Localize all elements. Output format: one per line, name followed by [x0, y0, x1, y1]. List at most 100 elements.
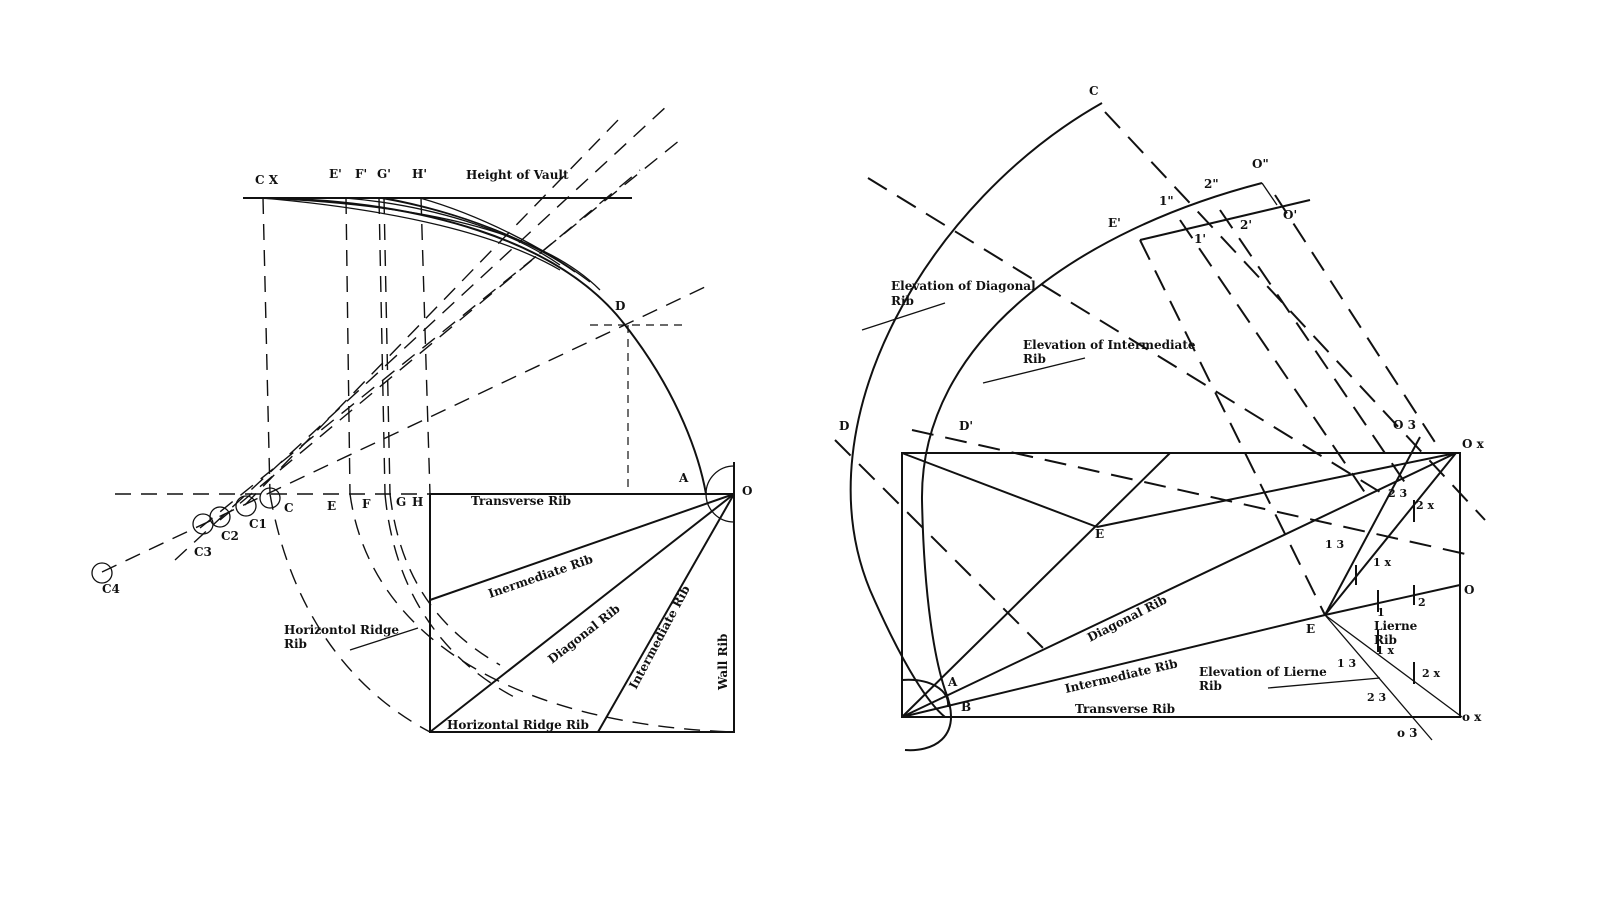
plan-arc-c [269, 493, 431, 733]
label-e-prime: E' [329, 167, 342, 181]
label-r-o-right: O [1464, 583, 1474, 597]
label-r-13-lower: 1 3 [1337, 657, 1356, 670]
label-r-2: 2 [1418, 596, 1426, 609]
projector-e [345, 197, 351, 495]
radius-line-3 [219, 169, 641, 521]
dashed-projector-e [1139, 239, 1326, 616]
rib-e-ox [1096, 452, 1457, 528]
dashed-projector-o [1274, 194, 1441, 451]
projector-f [378, 197, 386, 495]
centre-c [259, 487, 281, 509]
label-r-2-double: 2" [1204, 177, 1219, 191]
label-r-o3-bottom: o 3 [1397, 726, 1418, 740]
label-e: E [327, 499, 336, 513]
label-r-1x-lower: 1 x [1376, 644, 1394, 657]
elevation-curve-7 [419, 197, 591, 283]
label-c: C [284, 501, 294, 515]
o-double-tick [1261, 182, 1278, 206]
label-r-2x-lower: 2 x [1422, 667, 1440, 680]
label-r-23-upper: 2 3 [1388, 487, 1407, 500]
label-r-2-prime: 2' [1240, 218, 1252, 232]
intermediate-rib-line-2 [597, 493, 735, 733]
label-r-a: A [947, 675, 958, 689]
label-r-1-prime: 1' [1194, 232, 1206, 246]
dashed-projector-1 [1179, 219, 1371, 501]
callout-elev-diagonal [861, 302, 946, 331]
label-height-of-vault: Height of Vault [466, 168, 569, 182]
centre-c4 [91, 562, 113, 584]
diagonal-rib-line [429, 493, 735, 733]
label-lierne-rib-1: Lierne [1374, 619, 1418, 633]
projector-c [262, 197, 271, 495]
label-o: O [742, 484, 752, 498]
label-d: D [615, 299, 625, 313]
radius-line-1 [174, 104, 669, 561]
label-r-d-prime: D' [959, 419, 973, 433]
rib-d-e [901, 452, 1098, 528]
label-wall-rib: Wall Rib [716, 634, 730, 691]
label-f: F [362, 497, 371, 511]
dashed-diagonal-2 [1104, 111, 1486, 521]
o-arc [705, 465, 735, 495]
label-r-diagonal-rib: Diagonal Rib [1085, 593, 1169, 645]
label-r-ox-bottom: o x [1462, 710, 1482, 724]
label-r-1x-upper: 1 x [1373, 556, 1391, 569]
label-elev-lierne-2: Rib [1199, 679, 1222, 693]
label-r-o-prime: O' [1283, 208, 1297, 222]
label-r-e-upper: E [1095, 527, 1104, 541]
label-ridge-rib-callout-2: Rib [284, 637, 307, 651]
dashed-diagonal-4 [911, 429, 1471, 556]
rib-a-diagonal [901, 452, 1171, 718]
label-lierne-rib-2: Rib [1374, 633, 1397, 647]
label-r-13-upper: 1 3 [1325, 538, 1344, 551]
elevation-intermediate-arc [904, 182, 1263, 752]
label-elev-diagonal-1: Elevation of Diagonal [891, 279, 1036, 293]
plan-arc-f [384, 493, 521, 701]
intermediate-rib-plan [901, 614, 1326, 718]
label-h-prime: H' [412, 167, 427, 181]
label-elev-diagonal-2: Rib [891, 294, 914, 308]
label-r-e-prime: E' [1108, 216, 1121, 230]
label-r-b: B [961, 700, 971, 714]
plan-arc-g [389, 493, 501, 666]
label-r-o3-top: O 3 [1393, 418, 1416, 432]
centre-c2 [209, 506, 231, 528]
left-figure: C X E' F' G' H' Height of Vault D A O C … [91, 104, 752, 733]
label-r-2x-upper: 2 x [1416, 499, 1434, 512]
intermediate-rib-line [429, 493, 735, 601]
label-r-1: 1 [1377, 606, 1385, 619]
label-r-intermediate-rib: Intermediate Rib [1064, 656, 1179, 696]
rib-e-o [1324, 584, 1461, 616]
label-r-1-double: 1" [1159, 194, 1174, 208]
label-r-d: D [839, 419, 849, 433]
projector-g [383, 197, 391, 495]
plan-rectangle [429, 493, 735, 733]
right-figure: C O" 2" 1" E' 1' 2' O' D D' O 3 O x 2 3 … [834, 84, 1486, 752]
a-arc [901, 678, 950, 708]
radius-line-c4 [101, 286, 706, 573]
label-elev-intermediate-2: Rib [1023, 352, 1046, 366]
label-r-e-lower: E [1306, 622, 1315, 636]
label-horizontal-ridge-rib: Horizontal Ridge Rib [447, 718, 589, 732]
centre-c1 [235, 495, 257, 517]
elevation-diagonal-arc [849, 102, 1103, 718]
label-intermediate-rib-upper: Inermediate Rib [486, 552, 594, 601]
label-elev-intermediate-1: Elevation of Intermediate [1023, 338, 1196, 352]
label-r-o-double: O" [1252, 157, 1269, 171]
label-r-transverse-rib: Transverse Rib [1075, 702, 1175, 716]
label-f-prime: F' [355, 167, 367, 181]
lierne-rib-plan-2 [1324, 436, 1421, 616]
projector-h [420, 197, 431, 495]
rib-e-ox-bottom [1324, 614, 1463, 718]
label-cx: C X [255, 173, 279, 187]
elevation-curve-3 [261, 197, 561, 271]
label-ridge-rib-callout-1: Horizontol Ridge [284, 623, 399, 637]
label-transverse-rib: Transverse Rib [471, 494, 571, 508]
label-a: A [678, 471, 689, 485]
callout-elev-intermediate [982, 357, 1086, 384]
plan-arc-e [349, 493, 735, 733]
label-r-ox-top: O x [1462, 437, 1485, 451]
label-g-prime: G' [377, 167, 391, 181]
lierne-rib-plan [1324, 452, 1457, 616]
